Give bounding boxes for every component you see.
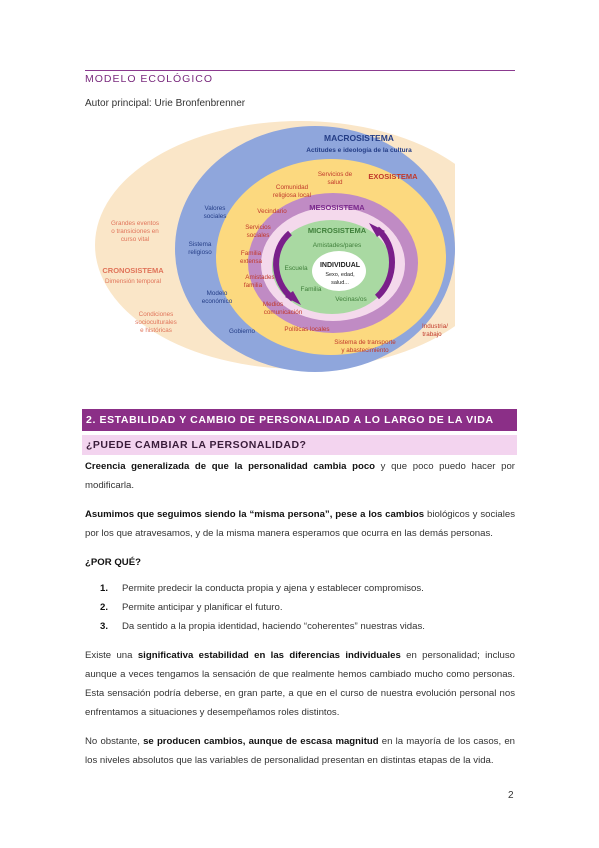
individual-line1: Sexo, edad, xyxy=(325,272,355,278)
exo-label-familia-2: extensa xyxy=(240,258,263,265)
top-rule xyxy=(85,70,515,71)
exo-label-vecindario: Vecindario xyxy=(257,208,287,215)
micro-title: MICROSISTEMA xyxy=(308,226,367,235)
paragraph-2-bold: Asumimos que seguimos siendo la “misma p… xyxy=(85,509,425,520)
exo-label-politicas: Políticas locales xyxy=(284,326,329,333)
exo-label-industria-1: Industria/ xyxy=(422,323,448,330)
crono-title: CRONOSISTEMA xyxy=(102,266,164,275)
paragraph-4-bold: se producen cambios, aunque de escasa ma… xyxy=(143,736,379,747)
why-heading: ¿POR QUÉ? xyxy=(85,557,141,568)
exo-label-industria-2: trabajo xyxy=(422,331,442,338)
paragraph-1-bold: Creencia generalizada de que la personal… xyxy=(85,461,376,472)
exo-label-comunidad-1: Comunidad xyxy=(276,184,309,191)
paragraph-1: Creencia generalizada de que la personal… xyxy=(85,457,515,495)
micro-label-familia: Familia xyxy=(301,286,322,293)
macro-subtitle: Actitudes e ideología de la cultura xyxy=(306,147,412,154)
individual-title: INDIVIDUAL xyxy=(320,262,361,269)
list-item-text: Permite anticipar y planificar el futuro… xyxy=(122,602,283,613)
macro-label-religioso-2: religioso xyxy=(188,249,212,256)
meso-arrow-left-head xyxy=(285,291,301,305)
list-item-text: Da sentido a la propia identidad, hacien… xyxy=(122,621,425,632)
paragraph-4-rest: en la mayoría de los casos, en los nivel… xyxy=(85,736,515,766)
crono-cond-2: socioculturales xyxy=(135,319,177,326)
exo-label-medios-1: Medios xyxy=(263,301,283,308)
list-item-number: 1. xyxy=(100,583,109,594)
exo-label-transporte-2: y abastecimiento xyxy=(341,347,389,354)
list-item: 1. Permite predecir la conducta propia y … xyxy=(100,579,500,598)
list-item-text: Permite predecir la conducta propia y aj… xyxy=(122,583,424,594)
author-line: Autor principal: Urie Bronfenbrenner xyxy=(85,98,246,109)
exo-label-comunidad-2: religiosa local xyxy=(273,192,311,199)
paragraph-3: Existe una significativa estabilidad en … xyxy=(85,646,515,722)
macro-label-gobierno: Gobierno xyxy=(229,328,255,335)
paragraph-2: Asumimos que seguimos siendo la “misma p… xyxy=(85,505,515,543)
macro-label-modelo-2: económico xyxy=(202,298,233,305)
crono-events-3: curso vital xyxy=(121,236,149,243)
paragraph-1-rest: y que poco puedo hacer por modificarla. xyxy=(85,461,515,491)
exo-label-transporte-1: Sistema de transporte xyxy=(334,339,396,346)
meso-title: MESOSISTEMA xyxy=(309,203,365,212)
paragraph-2-rest: biológicos y sociales por los que atrave… xyxy=(85,509,515,539)
micro-label-vecinas: Vecinas/os xyxy=(335,296,367,303)
macro-title: MACROSISTEMA xyxy=(324,133,394,143)
meso-arrow-right-head xyxy=(369,223,385,237)
list-item-number: 2. xyxy=(100,602,109,613)
exo-label-medios-2: comunicación xyxy=(264,309,303,316)
paragraph-4: No obstante, se producen cambios, aunque… xyxy=(85,732,515,770)
paragraph-3-rest: en personalidad; incluso aunque a veces … xyxy=(85,650,516,718)
micro-label-escuela: Escuela xyxy=(284,265,308,272)
exo-label-salud-1: Servicios de xyxy=(318,171,353,178)
crono-subtitle: Dimensión temporal xyxy=(105,278,161,285)
paragraph-4-pre: No obstante, xyxy=(85,736,144,747)
individual-line2: salud... xyxy=(331,280,349,286)
exo-label-amistades-1: Amistades xyxy=(245,274,274,281)
question-band: ¿PUEDE CAMBIAR LA PERSONALIDAD? xyxy=(82,435,517,455)
section-band: 2. ESTABILIDAD Y CAMBIO DE PERSONALIDAD … xyxy=(82,409,517,431)
paragraph-3-bold: significativa estabilidad en las diferen… xyxy=(137,650,401,661)
exo-label-familia-1: Familia xyxy=(241,250,262,257)
macro-label-modelo-1: Modelo xyxy=(207,290,228,297)
reasons-list: 1. Permite predecir la conducta propia y … xyxy=(100,579,500,636)
page-number: 2 xyxy=(508,790,514,801)
crono-events-1: Grandes eventos xyxy=(111,220,159,227)
section-title: MODELO ECOLÓGICO xyxy=(85,73,214,85)
crono-cond-1: Condiciones xyxy=(139,311,174,318)
list-item-number: 3. xyxy=(100,621,109,632)
macro-label-religioso-1: Sistema xyxy=(189,241,212,248)
exo-label-amistades-2: familia xyxy=(244,282,263,289)
macro-label-valores-1: Valores xyxy=(205,205,226,212)
individual-core xyxy=(312,251,366,291)
list-item: 3. Da sentido a la propia identidad, haci… xyxy=(100,617,500,636)
meso-arrow-left xyxy=(273,230,296,302)
meso-arrow-right xyxy=(374,226,395,300)
list-item: 2. Permite anticipar y planificar el futu… xyxy=(100,598,500,617)
exo-label-sociales-2: sociales xyxy=(247,232,270,239)
macro-label-valores-2: sociales xyxy=(204,213,227,220)
micro-label-amistades: Amistades/pares xyxy=(313,242,362,249)
ecological-model-diagram: MACROSISTEMA Actitudes e ideología de la… xyxy=(95,121,455,372)
exo-label-salud-2: salud xyxy=(327,179,343,186)
exo-title: EXOSISTEMA xyxy=(368,172,418,181)
exo-label-sociales-1: Servicios xyxy=(245,224,271,231)
crono-events-2: o transiciones en xyxy=(111,228,159,235)
paragraph-3-pre: Existe una xyxy=(85,650,138,661)
crono-cond-3: e históricas xyxy=(140,327,172,334)
